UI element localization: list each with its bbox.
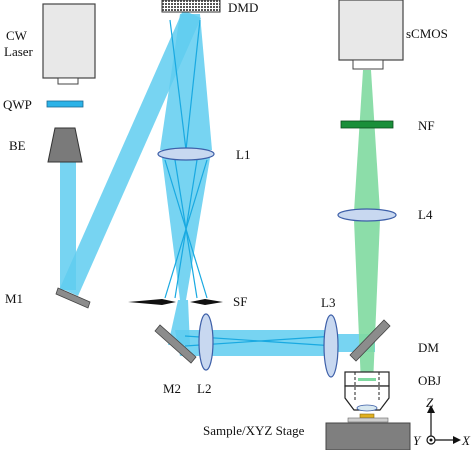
label-axis-y: Y: [413, 433, 422, 448]
objective-beam-top: [358, 378, 376, 381]
label-dm: DM: [418, 340, 439, 355]
sample: [359, 413, 375, 419]
label-axis-z: Z: [426, 395, 434, 410]
objective-lens: [344, 371, 390, 412]
label-m2: M2: [163, 381, 181, 396]
beam-crossing-lines: [164, 19, 336, 347]
emission-beam-upper: [354, 70, 380, 212]
coordinate-axes: [426, 405, 461, 445]
label-l2: L2: [197, 381, 211, 396]
emission-beam-path: [354, 70, 380, 408]
dmd-device: [161, 0, 221, 13]
labels: CW Laser QWP BE M1 DMD L1 SF M2 L2 L3 sC…: [3, 0, 471, 448]
lens-l4: [337, 208, 397, 222]
laser-beam-vertical: [60, 160, 76, 290]
sf-blade-right: [190, 299, 223, 305]
label-qwp: QWP: [3, 97, 32, 112]
sample-stage: [325, 413, 411, 450]
label-nf: NF: [418, 118, 435, 133]
xyz-stage: [325, 422, 411, 450]
label-scmos: sCMOS: [406, 26, 448, 41]
scmos-body: [338, 0, 404, 61]
mirror-m1: [55, 287, 91, 309]
label-obj: OBJ: [418, 373, 441, 388]
spatial-filter: [128, 299, 223, 305]
label-laser: Laser: [4, 44, 34, 59]
label-l1: L1: [236, 147, 250, 162]
scmos-mount: [352, 59, 384, 70]
beam-expander: [47, 127, 83, 163]
label-cw: CW: [6, 28, 28, 43]
label-sf: SF: [233, 294, 247, 309]
label-stage: Sample/XYZ Stage: [203, 423, 305, 438]
label-m1: M1: [5, 291, 23, 306]
dichroic-mirror: [349, 319, 391, 362]
label-axis-x: X: [461, 433, 471, 448]
objective-body: [344, 385, 390, 411]
qwp-plate: [46, 100, 84, 108]
notch-filter: [340, 120, 394, 129]
mirror-m2: [154, 324, 197, 364]
lens-l2: [198, 313, 214, 371]
cw-laser: [42, 3, 96, 85]
lens-l3: [323, 314, 339, 378]
dmd-fan: [160, 14, 212, 150]
cw-laser-body: [42, 3, 96, 79]
laser-beam-diagonal: [60, 10, 201, 296]
sample-slide: [347, 417, 389, 423]
objective-front-lens: [356, 404, 378, 412]
label-dmd: DMD: [228, 0, 258, 15]
label-be: BE: [9, 138, 26, 153]
emission-beam-lower: [354, 220, 380, 408]
cw-laser-aperture: [57, 77, 79, 85]
lens-l1: [157, 147, 215, 161]
label-l4: L4: [418, 207, 433, 222]
label-l3: L3: [321, 295, 335, 310]
horizontal-beam: [175, 330, 335, 356]
sf-blade-left: [128, 299, 176, 305]
scmos-camera: [338, 0, 404, 70]
